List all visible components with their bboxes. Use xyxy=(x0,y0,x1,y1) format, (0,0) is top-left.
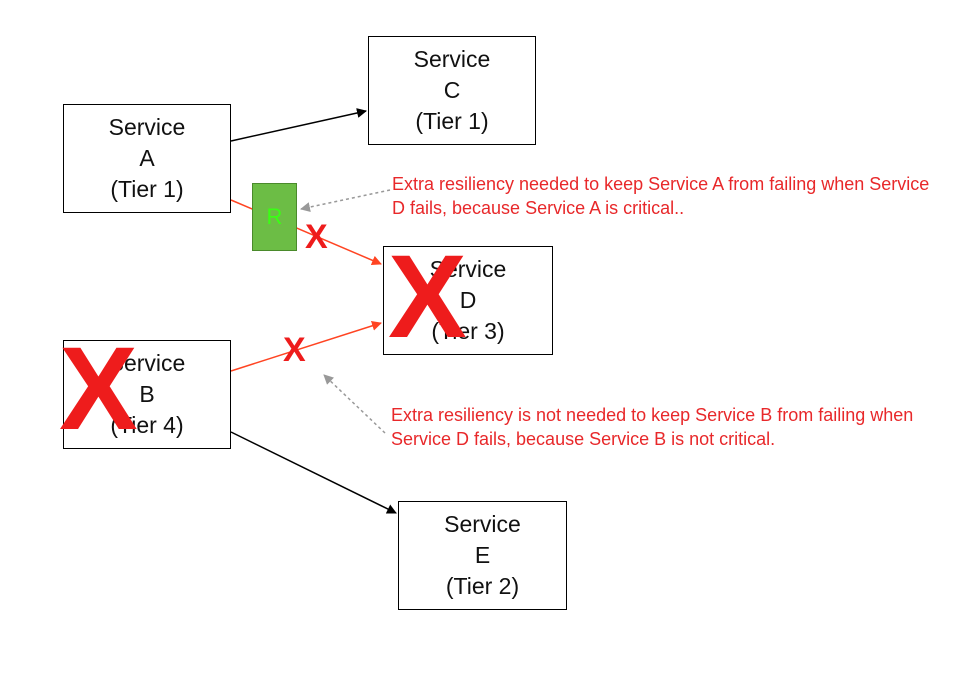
service-b-letter: B xyxy=(139,381,155,407)
edge-b-to-e xyxy=(230,431,397,514)
pointer-note-b xyxy=(323,374,386,434)
service-e-node[interactable]: Service E (Tier 2) xyxy=(398,501,567,610)
broken-link-x-b-to-d: X xyxy=(283,331,306,369)
failure-x-service-b: X xyxy=(59,323,138,455)
service-c-node[interactable]: Service C (Tier 1) xyxy=(368,36,536,145)
service-d-letter: D xyxy=(459,287,477,313)
resiliency-note-service-b: Extra resiliency is not needed to keep S… xyxy=(391,405,914,449)
resilience-label: R xyxy=(266,204,283,229)
service-d-label: Service xyxy=(429,256,507,282)
edge-b-to-d xyxy=(230,320,382,372)
service-c-tier: (Tier 1) xyxy=(415,108,489,134)
edge-a-to-c xyxy=(230,108,367,142)
resiliency-note-service-a: Extra resiliency needed to keep Service … xyxy=(392,174,930,218)
failure-x-service-d: X xyxy=(388,231,467,363)
service-b-label: Service xyxy=(108,350,186,376)
service-a-node[interactable]: Service A (Tier 1) xyxy=(63,104,231,213)
service-d-node[interactable]: Service D (Tier 3) xyxy=(383,246,553,355)
service-c-label: Service xyxy=(413,46,491,72)
service-d-tier: (Tier 3) xyxy=(431,318,505,344)
service-c-letter: C xyxy=(443,77,461,103)
service-e-letter: E xyxy=(474,542,491,568)
pointer-note-a xyxy=(300,189,391,213)
service-a-tier: (Tier 1) xyxy=(110,176,184,202)
service-e-label: Service xyxy=(444,511,521,537)
service-e-tier: (Tier 2) xyxy=(445,573,520,599)
service-b-node[interactable]: Service B (Tier 4) xyxy=(63,340,231,449)
broken-link-x-a-to-d: X xyxy=(305,218,328,256)
service-a-label: Service xyxy=(108,114,186,140)
service-b-tier: (Tier 4) xyxy=(110,412,184,438)
service-a-letter: A xyxy=(139,145,155,171)
resilience-component-r[interactable]: R xyxy=(252,183,297,251)
